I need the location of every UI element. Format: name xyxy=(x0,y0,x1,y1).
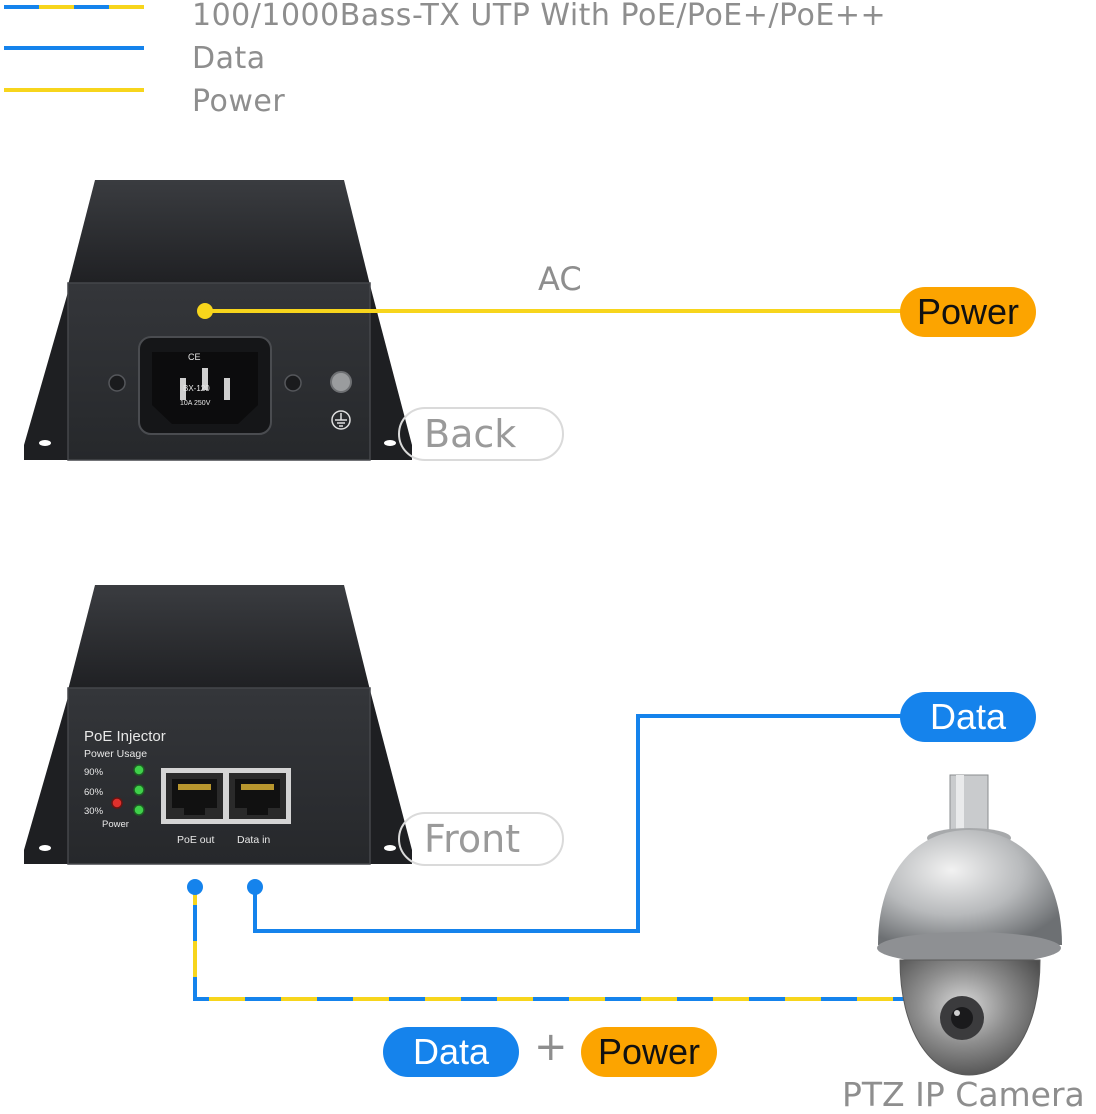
device-title: PoE Injector xyxy=(84,728,166,745)
led-30 xyxy=(133,804,145,816)
socket-rating-text: 10A 250V xyxy=(180,400,211,407)
camera-housing xyxy=(878,830,1062,945)
ptz-camera-icon xyxy=(877,774,1062,1076)
legend-data-label: Data xyxy=(192,41,266,76)
poe-line-blue xyxy=(193,887,905,1001)
legend-power-label: Power xyxy=(192,84,286,119)
legend-utp-label: 100/1000Bass-TX UTP With PoE/PoE+/PoE++ xyxy=(192,0,887,33)
poe-out-dot xyxy=(187,879,203,895)
ground-screw xyxy=(330,371,352,393)
top-face xyxy=(68,180,370,285)
top-face xyxy=(68,585,370,690)
power-usage-label: Power Usage xyxy=(84,748,147,760)
socket-model-text: BX-120 xyxy=(183,384,210,393)
screw-left xyxy=(108,374,126,392)
flange-hole-left xyxy=(39,440,51,446)
socket-cert-text: CE xyxy=(188,352,201,362)
flange-hole-left xyxy=(39,845,51,851)
front-view-label: Front xyxy=(398,812,564,866)
flange-hole-right xyxy=(384,845,396,851)
poe-line-yellow xyxy=(193,887,905,1001)
data-in-dot xyxy=(247,879,263,895)
socket-pin-center xyxy=(202,368,208,390)
data-in-label: Data in xyxy=(237,834,270,846)
back-view-label: Back xyxy=(398,407,564,461)
plus-sign: + xyxy=(534,1024,568,1070)
flange-hole-right xyxy=(384,440,396,446)
led-90 xyxy=(133,764,145,776)
camera-mount xyxy=(949,774,989,836)
led-label-90: 90% xyxy=(84,767,104,778)
power-led-label: Power xyxy=(102,819,129,830)
ground-symbol-icon xyxy=(331,410,351,430)
right-flange xyxy=(370,285,412,460)
legend-lines xyxy=(4,5,144,92)
left-flange xyxy=(24,690,70,864)
back-power-pill: Power xyxy=(900,287,1036,337)
data-in-port xyxy=(229,773,286,819)
ac-label: AC xyxy=(538,260,582,298)
camera-data-pill: Data xyxy=(900,692,1036,742)
socket-pin-left xyxy=(180,378,186,400)
front-device: PoE Injector Power Usage 90% 60% 30% Pow… xyxy=(24,585,412,865)
right-flange xyxy=(370,690,412,864)
back-device: CE BX-120 10A 250V xyxy=(24,180,920,461)
bottom-power-pill: Power xyxy=(581,1027,717,1077)
socket-pin-right xyxy=(224,378,230,400)
bottom-data-pill: Data xyxy=(383,1027,519,1077)
led-60 xyxy=(133,784,145,796)
led-power xyxy=(111,797,123,809)
data-in-line xyxy=(253,714,905,933)
left-flange xyxy=(24,285,70,460)
poe-out-port xyxy=(166,773,223,819)
led-label-60: 60% xyxy=(84,787,104,798)
ac-connection-dot xyxy=(197,303,213,319)
camera-label: PTZ IP Camera xyxy=(842,1075,1085,1114)
led-label-30: 30% xyxy=(84,806,104,817)
screw-right xyxy=(284,374,302,392)
poe-out-label: PoE out xyxy=(177,834,214,846)
